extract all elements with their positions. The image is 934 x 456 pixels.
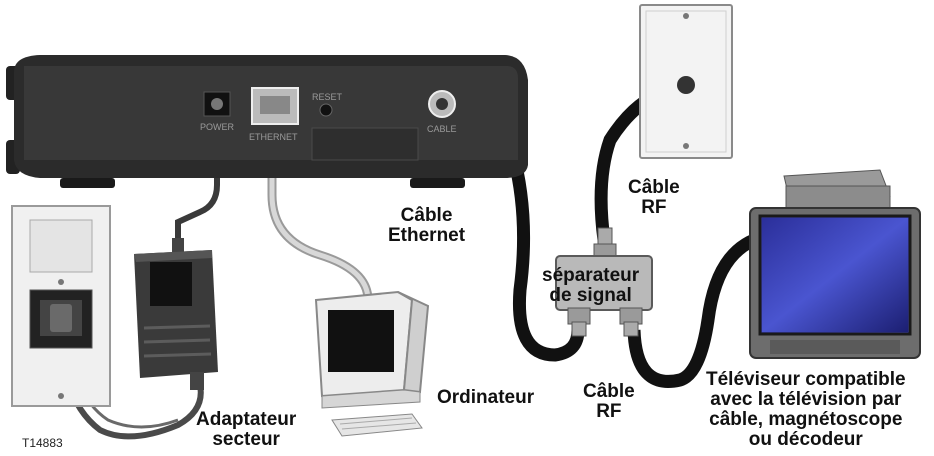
ethernet-port-label: ETHERNET <box>249 132 298 142</box>
power-adapter <box>134 238 218 390</box>
reset-button <box>319 103 333 117</box>
computer <box>314 290 430 437</box>
power-port-label: POWER <box>200 122 235 132</box>
cable-modem <box>6 55 528 188</box>
figure-code: T14883 <box>22 436 63 450</box>
signal-splitter <box>555 227 653 337</box>
wall-power-outlet <box>11 205 111 407</box>
coax-cable-tv <box>627 228 790 388</box>
power-cord <box>175 112 220 250</box>
television-vcr-setup <box>749 169 921 359</box>
label-computer: Ordinateur <box>437 387 535 408</box>
reset-label: RESET <box>312 92 343 102</box>
coax-wall-plate <box>639 4 733 159</box>
cable-port-label: CABLE <box>427 124 457 134</box>
